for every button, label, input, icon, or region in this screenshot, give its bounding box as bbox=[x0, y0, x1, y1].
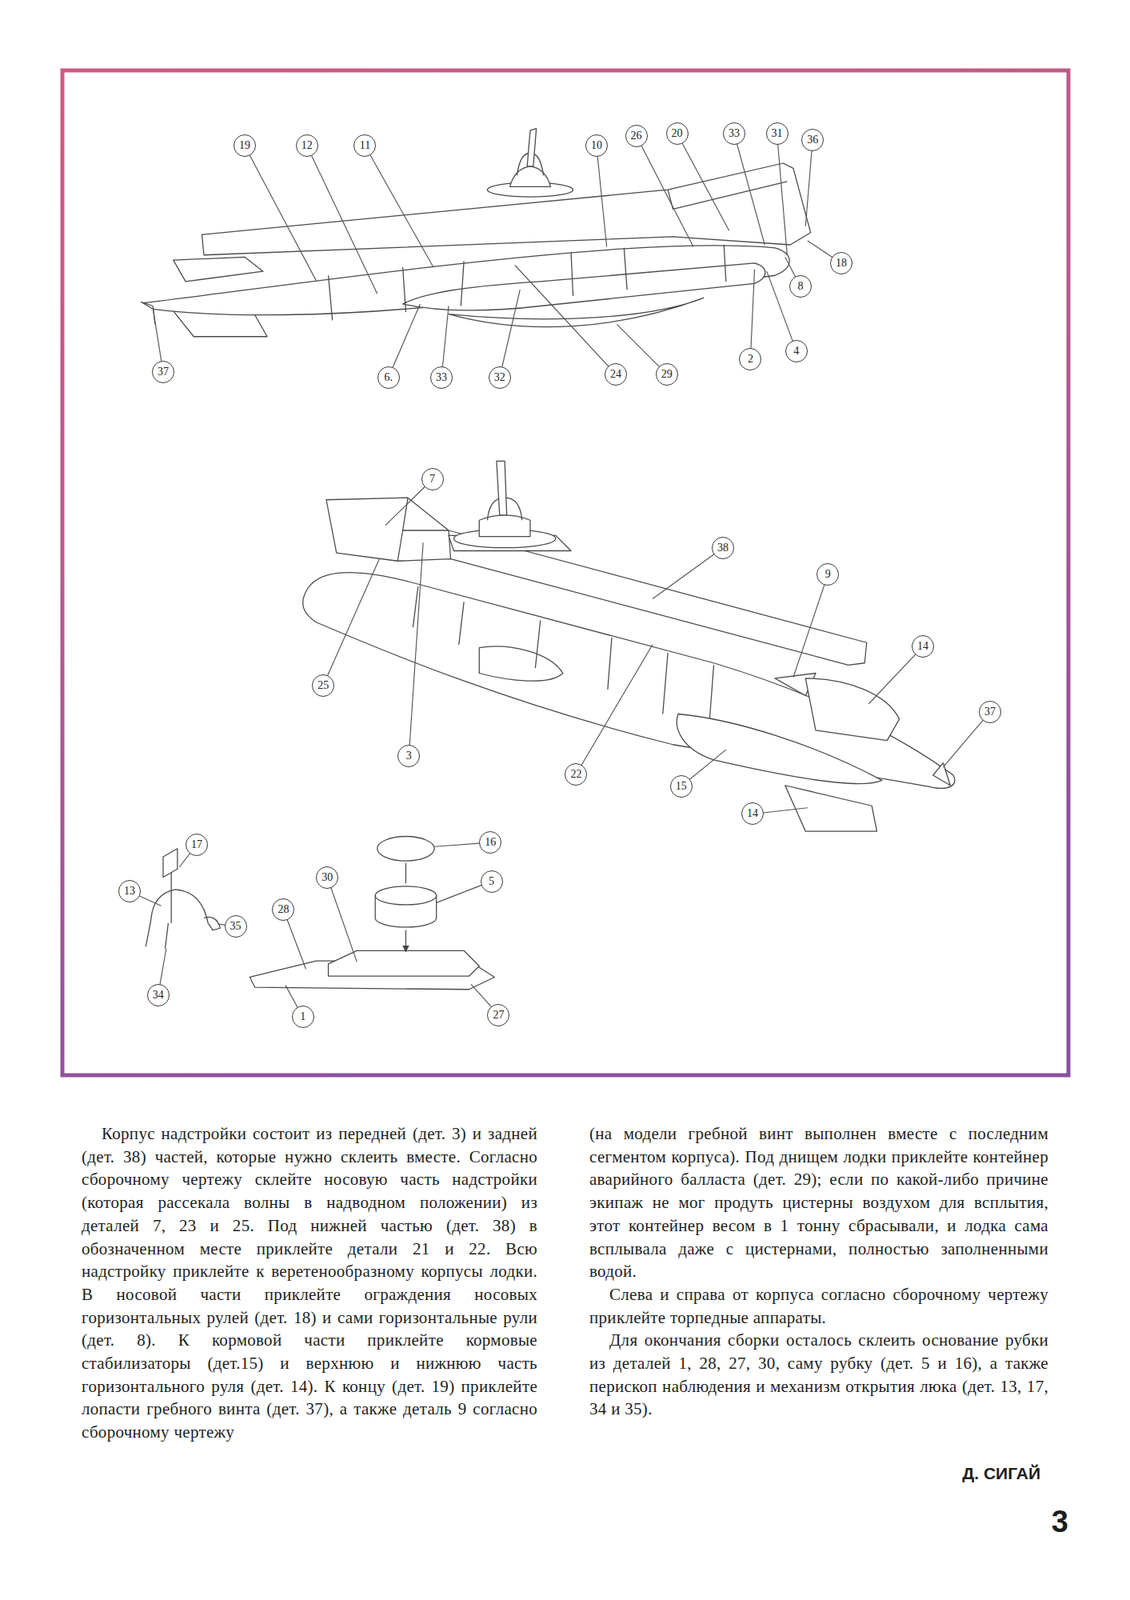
callout-number: 8 bbox=[797, 280, 803, 292]
callout-circle: 16 bbox=[479, 830, 502, 854]
callout-circle: 20 bbox=[666, 122, 689, 145]
callout-number: 35 bbox=[230, 920, 242, 932]
callout-number: 31 bbox=[771, 127, 783, 140]
callout-number: 26 bbox=[630, 130, 643, 142]
callout-number: 28 bbox=[277, 903, 289, 915]
callout-number: 5 bbox=[488, 875, 495, 887]
callout-number: 33 bbox=[728, 127, 740, 140]
callout-circle: 11 bbox=[353, 134, 376, 157]
callout-number: 33 bbox=[435, 371, 448, 384]
callout-number: 27 bbox=[492, 1009, 504, 1021]
callout-number: 37 bbox=[984, 706, 996, 718]
callout-number: 2 bbox=[747, 353, 754, 365]
callout-circle: 4 bbox=[785, 339, 808, 363]
callout-number: 24 bbox=[610, 368, 622, 380]
callout-number: 1 bbox=[299, 1010, 306, 1023]
callout-number: 3 bbox=[406, 750, 412, 762]
callout-number: 38 bbox=[717, 542, 729, 554]
callout-circle: 19 bbox=[233, 134, 256, 157]
text-column: (на модели гребной винт выполнен вместе … bbox=[589, 1122, 1049, 1421]
callout-circle: 28 bbox=[271, 898, 295, 921]
callout-circle: 34 bbox=[147, 983, 170, 1007]
callout-circle: 1 bbox=[291, 1005, 315, 1028]
leader-lines bbox=[129, 133, 991, 1017]
callout-number: 25 bbox=[317, 679, 329, 691]
body-paragraph: Для окончания сборки осталось склеить ос… bbox=[589, 1328, 1049, 1421]
callout-circle: 32 bbox=[488, 366, 512, 389]
callout-circle: 38 bbox=[711, 536, 735, 560]
callout-circle: 7 bbox=[421, 467, 444, 491]
callout-number: 18 bbox=[835, 257, 847, 269]
callout-number: 15 bbox=[675, 780, 687, 792]
callout-number: 22 bbox=[570, 768, 582, 780]
page-number: 3 bbox=[1051, 1504, 1069, 1539]
callout-circle: 25 bbox=[311, 674, 335, 697]
callout-number: 34 bbox=[152, 989, 164, 1001]
callout-number: 29 bbox=[661, 368, 673, 380]
callout-number: 37 bbox=[157, 366, 169, 378]
callout-circle: 33 bbox=[430, 366, 453, 389]
callout-circle: 14 bbox=[741, 802, 764, 825]
callout-number: 11 bbox=[359, 139, 371, 152]
callout-circle: 31 bbox=[766, 122, 789, 145]
callout-circle: 13 bbox=[118, 879, 141, 903]
callout-circle: 22 bbox=[564, 762, 587, 786]
callout-circle: 6. bbox=[377, 366, 400, 389]
submarine-perspective-view bbox=[303, 460, 955, 831]
callout-number: 32 bbox=[494, 371, 506, 384]
callout-circle: 37 bbox=[151, 360, 175, 384]
callout-number: 20 bbox=[671, 127, 683, 140]
frame bbox=[62, 70, 1069, 1075]
callout-circle: 24 bbox=[604, 363, 627, 386]
tower-parts bbox=[249, 836, 495, 990]
callout-circle: 26 bbox=[625, 124, 648, 148]
callout-number: 17 bbox=[191, 838, 203, 851]
callout-number: 30 bbox=[321, 871, 333, 883]
callout-number: 4 bbox=[793, 345, 799, 357]
callout-circle: 29 bbox=[655, 363, 679, 386]
callout-number: 16 bbox=[484, 836, 496, 848]
callout-circle: 3 bbox=[397, 744, 420, 767]
callout-circle: 27 bbox=[487, 1003, 510, 1027]
callout-number: 6. bbox=[384, 371, 394, 384]
callout-circle: 37 bbox=[978, 700, 1002, 723]
body-paragraph: Корпус надстройки состоит из передней (д… bbox=[81, 1122, 538, 1444]
callout-circle: 9 bbox=[816, 563, 839, 586]
body-paragraph: (на модели гребной винт выполнен вместе … bbox=[589, 1122, 1049, 1283]
callout-circle: 35 bbox=[224, 914, 248, 938]
callout-number: 9 bbox=[825, 568, 831, 580]
callout-number: 7 bbox=[429, 473, 436, 485]
body-paragraph: Слева и справа от корпуса согласно сборо… bbox=[589, 1282, 1049, 1329]
author-name: Д. СИГАЙ bbox=[962, 1463, 1041, 1483]
callout-number: 13 bbox=[123, 885, 136, 897]
callout-circle: 17 bbox=[185, 833, 208, 856]
callout-number: 12 bbox=[301, 139, 313, 152]
callout-number: 10 bbox=[590, 139, 603, 152]
callout-circle: 14 bbox=[911, 634, 935, 658]
callout-circle: 30 bbox=[315, 866, 339, 889]
callout-circle: 15 bbox=[670, 774, 693, 798]
callout-circle: 10 bbox=[585, 134, 608, 157]
callout-circle: 12 bbox=[295, 134, 319, 157]
periscope-parts bbox=[145, 848, 220, 949]
callout-circle: 18 bbox=[830, 251, 853, 275]
callout-number: 14 bbox=[917, 640, 929, 652]
callout-number: 36 bbox=[806, 134, 819, 146]
callout-circle: 2 bbox=[738, 347, 762, 371]
callout-number: 19 bbox=[239, 139, 251, 152]
submarine-side-view bbox=[140, 128, 811, 337]
callout-number: 14 bbox=[746, 807, 759, 819]
callout-circle: 8 bbox=[789, 275, 812, 298]
callout-circle: 5 bbox=[480, 870, 504, 893]
text-column: Корпус надстройки состоит из передней (д… bbox=[81, 1122, 538, 1444]
callout-circle: 33 bbox=[722, 122, 746, 145]
callout-circle: 36 bbox=[801, 128, 824, 152]
